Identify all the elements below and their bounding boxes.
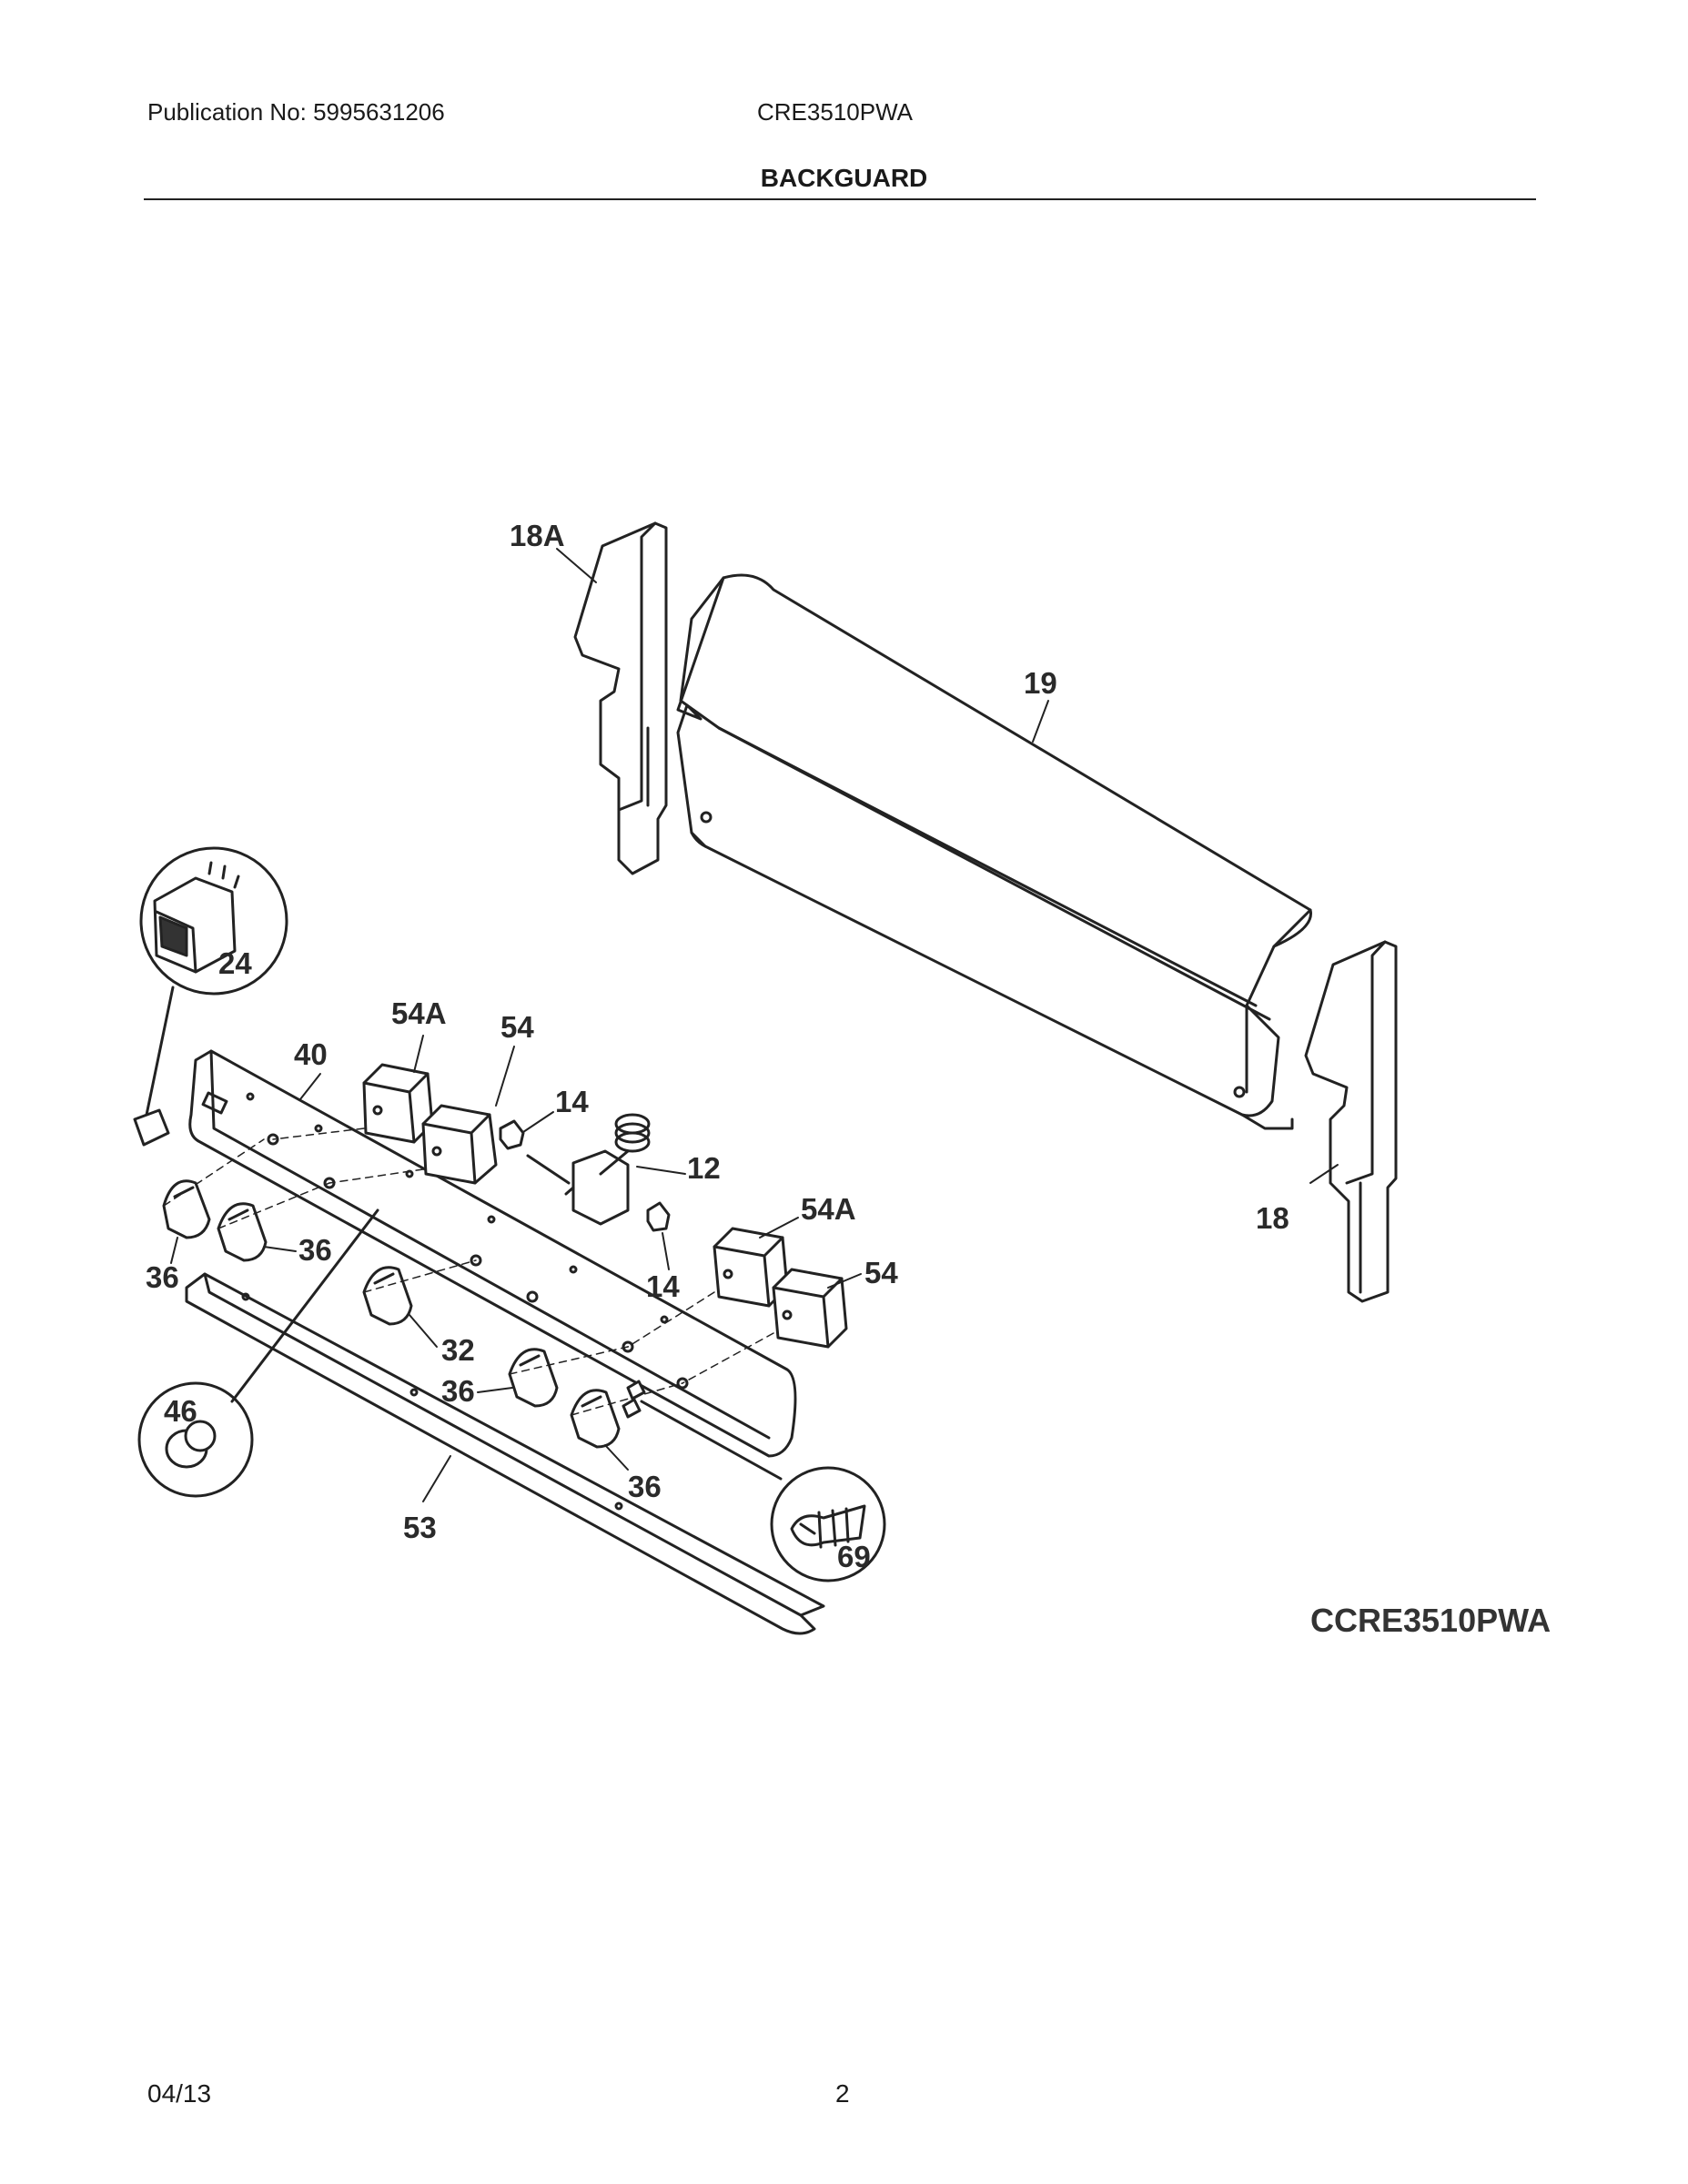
part-54a-top-switch (362, 1063, 434, 1144)
callout-53: 53 (403, 1511, 437, 1544)
part-32-knob (362, 1266, 413, 1326)
footer-date: 04/13 (147, 2079, 212, 2108)
part-54-bottom-switch (772, 1268, 848, 1349)
callout-36-b: 36 (298, 1233, 332, 1267)
part-36-knob-c (508, 1348, 559, 1408)
callout-18: 18 (1256, 1201, 1289, 1235)
part-54a-bottom-switch (713, 1227, 789, 1308)
part-12-thermostat (526, 1113, 651, 1226)
part-40-control-panel (188, 1049, 797, 1458)
callout-14-bottom: 14 (646, 1269, 680, 1303)
callout-32: 32 (441, 1333, 475, 1367)
part-69-screw-detail (622, 1380, 886, 1582)
page-title: BACKGUARD (760, 164, 928, 192)
publication-number: Publication No: 5995631206 (147, 98, 445, 126)
callout-24: 24 (218, 946, 252, 980)
callout-40: 40 (294, 1037, 328, 1071)
callout-36-c: 36 (441, 1374, 475, 1408)
part-46-plug-detail (137, 1208, 379, 1498)
callout-54a-bottom: 54A (801, 1192, 856, 1226)
header-rule (144, 198, 1536, 200)
callout-19: 19 (1024, 666, 1057, 700)
part-36-knob-b (217, 1202, 268, 1262)
part-24-switch-detail (133, 846, 288, 1147)
page-number: 2 (835, 2079, 850, 2108)
callout-labels: 18A 19 24 54A 54 40 14 12 54A 54 14 18 3… (146, 519, 1289, 1573)
figure-code: CCRE3510PWA (1310, 1602, 1552, 1639)
model-number: CRE3510PWA (757, 98, 913, 126)
callout-18a: 18A (510, 519, 565, 552)
callout-14-top: 14 (555, 1085, 589, 1118)
callout-54-top: 54 (500, 1010, 534, 1044)
part-14-top-terminal (499, 1119, 525, 1150)
part-19-backguard-panel (676, 573, 1312, 1130)
part-18-end-bracket (1304, 940, 1398, 1303)
callout-46: 46 (164, 1394, 197, 1428)
part-36-knob-a (162, 1179, 211, 1239)
callout-54-bottom: 54 (864, 1256, 898, 1289)
callout-36-a: 36 (146, 1260, 179, 1294)
part-54-top-switch (421, 1104, 498, 1185)
part-36-knob-d (570, 1389, 621, 1449)
part-14-bottom-terminal (646, 1201, 671, 1232)
callout-69: 69 (837, 1540, 871, 1573)
part-53-trim-strip (185, 1272, 825, 1635)
callout-12: 12 (687, 1151, 721, 1185)
callout-36-d: 36 (628, 1470, 662, 1503)
callout-54a-top: 54A (391, 996, 447, 1030)
part-18a-end-bracket (573, 521, 668, 875)
